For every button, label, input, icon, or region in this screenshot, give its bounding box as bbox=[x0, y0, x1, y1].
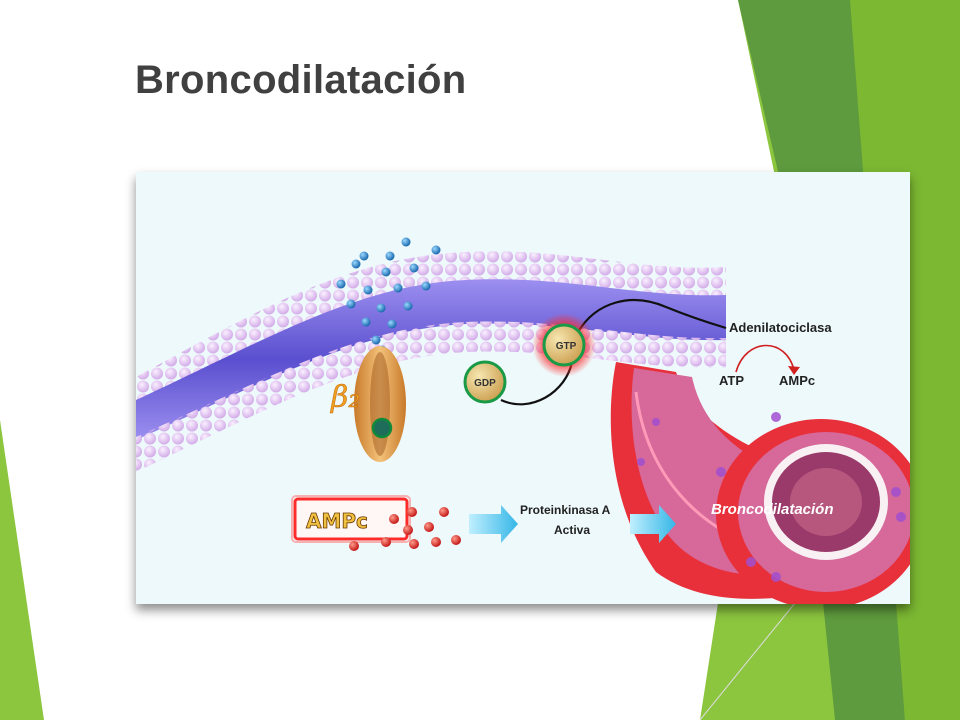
bronchus-airway: Broncodilatación bbox=[610, 362, 910, 604]
pka-label-line2: Activa bbox=[554, 523, 590, 537]
gtp-to-enzyme-line bbox=[577, 299, 727, 333]
pka-label-line1: Proteinkinasa A bbox=[520, 503, 611, 517]
receptor-binding-site bbox=[371, 417, 393, 439]
gdp-protein: GDP bbox=[463, 360, 507, 404]
ampc-product-label: AMPc bbox=[779, 373, 815, 388]
ampc-box-label: AMPc bbox=[306, 509, 368, 533]
receptor-label: β₂ bbox=[330, 380, 360, 415]
left-green-sliver bbox=[0, 420, 44, 720]
reaction-arrow bbox=[735, 344, 795, 373]
slide-title: Broncodilatación bbox=[135, 58, 467, 102]
arrow-to-airway bbox=[630, 505, 676, 543]
enzyme-label: Adenilatociclasa bbox=[729, 320, 832, 335]
membrane-top-heads bbox=[136, 251, 726, 402]
gdp-label: GDP bbox=[474, 378, 496, 389]
airway-glands bbox=[637, 412, 906, 582]
arrow-to-pka bbox=[469, 505, 518, 543]
gtp-protein: GTP bbox=[532, 313, 596, 377]
membrane-bottom-heads bbox=[136, 321, 726, 472]
airway-label: Broncodilatación bbox=[711, 501, 834, 518]
airway-lumen-inner bbox=[790, 468, 862, 536]
reaction-arrow-head bbox=[788, 366, 800, 375]
ampc-molecules bbox=[349, 507, 461, 551]
bronchodilation-figure: β₂ GDP GTP bbox=[136, 172, 910, 604]
ampc-box: AMPc bbox=[291, 495, 411, 543]
beta2-receptor: β₂ bbox=[330, 346, 406, 462]
gtp-label: GTP bbox=[556, 341, 577, 352]
atp-label: ATP bbox=[719, 373, 744, 388]
agonist-molecules bbox=[336, 237, 441, 355]
